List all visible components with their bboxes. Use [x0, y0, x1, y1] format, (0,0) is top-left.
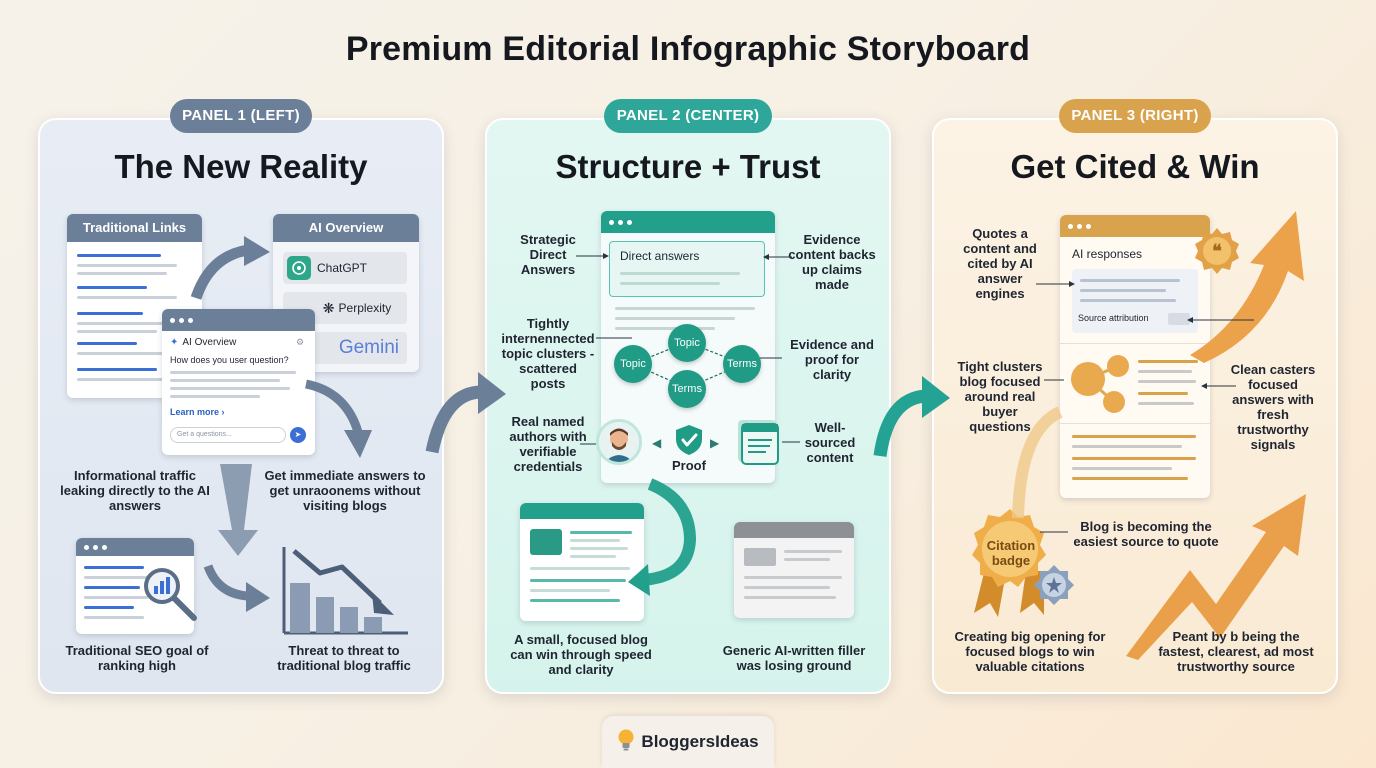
clean-label: Clean casters focused answers with fresh…	[1230, 362, 1316, 452]
arrow-right-icon: ▶	[710, 436, 720, 450]
ai-overview-popup: ✦ AI Overview ⚙ How does you user questi…	[162, 309, 315, 455]
evidence2-label: Evidence and proof for clarity	[790, 337, 874, 382]
engine-chatgpt[interactable]: ChatGPT	[283, 252, 407, 284]
proof-label: Proof	[672, 458, 706, 473]
window-chrome	[162, 309, 315, 331]
seo-goal-label: Traditional SEO goal of ranking high	[65, 643, 209, 673]
window-chrome	[601, 211, 775, 233]
traditional-links-header: Traditional Links	[67, 214, 202, 242]
shield-check-icon	[674, 424, 704, 456]
panel2-pill: PANEL 2 (CENTER)	[604, 99, 772, 133]
ai-responses-label: AI responses	[1072, 247, 1143, 261]
seo-window	[76, 538, 194, 634]
small-blog-label: A small, focused blog can win through sp…	[510, 632, 652, 677]
cluster-node-topic: Topic	[668, 324, 706, 362]
focused-blog-card	[520, 503, 644, 621]
sparkle-icon: ✦	[170, 337, 179, 348]
cluster-node-terms: Terms	[723, 345, 761, 383]
ai-overview-header: AI Overview	[273, 214, 419, 242]
panel1-title: The New Reality	[114, 148, 368, 185]
settings-icon[interactable]: ⚙	[296, 337, 305, 347]
peant-label: Peant by b being the fastest, clearest, …	[1158, 629, 1314, 674]
chatgpt-icon	[287, 256, 311, 280]
engine-label: ChatGPT	[317, 261, 368, 275]
window-chrome	[734, 522, 854, 538]
quotes-label: Quotes a content and cited by AI answer …	[963, 226, 1037, 301]
perplexity-icon: ❋	[322, 299, 335, 316]
panel2-title: Structure + Trust	[555, 148, 821, 185]
leaking-label: Informational traffic leaking directly t…	[60, 468, 210, 513]
citation-badge-label: Citation badge	[986, 538, 1036, 568]
learn-more-label: Learn more	[170, 407, 220, 417]
cluster-node-topic: Topic	[614, 345, 652, 383]
direct-answers-box: Direct answers	[609, 241, 765, 297]
direct-answers-label: Direct answers	[620, 249, 700, 263]
sourced-label: Well-sourced content	[804, 420, 856, 465]
ai-responses-page: AI responses Source attribution	[1060, 215, 1210, 498]
traditional-links-card: Traditional Links	[67, 214, 202, 398]
clusters-label: Tightly internennected topic clusters - …	[501, 316, 595, 391]
engine-perplexity[interactable]: ❋ Perplexity	[283, 292, 407, 324]
popup-question: How does you user question?	[170, 355, 289, 365]
author-avatar	[596, 419, 642, 465]
popup-title: AI Overview	[182, 337, 237, 348]
citation-badge-icon	[972, 509, 1074, 617]
engine-label: Gemini	[338, 337, 399, 358]
page-title: Premium Editorial Infographic Storyboard	[345, 30, 1031, 68]
growth-arrow-icon	[1190, 211, 1304, 363]
arrow-left-icon: ◀	[652, 436, 662, 450]
generic-label: Generic AI-written filler was losing gro…	[722, 643, 866, 673]
ai-overview-card: AI Overview ChatGPT ❋ Perplexity Gemini	[273, 214, 419, 372]
growth-arrow-icon	[1126, 494, 1306, 660]
lightbulb-icon	[617, 728, 635, 757]
threat-label: Threat to threat to traditional blog tra…	[277, 643, 411, 673]
authors-label: Real named authors with verifiable crede…	[509, 414, 587, 474]
source-box: Source attribution	[1072, 269, 1198, 333]
panel1-pill: PANEL 1 (LEFT)	[170, 99, 312, 133]
document-stack-icon	[734, 418, 780, 466]
brand-footer[interactable]: BloggersIdeas	[602, 716, 774, 768]
evidence1-label: Evidence content backs up claims made	[788, 232, 876, 292]
cluster-circles-icon	[1071, 355, 1129, 413]
popup-input[interactable]: Get a questions...	[170, 427, 286, 443]
generic-filler-card	[734, 522, 854, 618]
immediate-label: Get immediate answers to get unraoonems …	[264, 468, 426, 513]
panel3-title: Get Cited & Win	[1010, 148, 1260, 185]
window-chrome	[76, 538, 194, 556]
declining-bars-icon	[280, 545, 410, 637]
cluster-node-terms: Terms	[668, 370, 706, 408]
panel3-pill: PANEL 3 (RIGHT)	[1059, 99, 1211, 133]
window-chrome	[1060, 215, 1210, 237]
window-chrome	[520, 503, 644, 519]
opening-label: Creating big opening for focused blogs t…	[954, 629, 1106, 674]
tight-label: Tight clusters blog focused around real …	[957, 359, 1043, 434]
source-attribution-label: Source attribution	[1078, 313, 1149, 323]
quote-badge-icon: ❝	[1192, 226, 1242, 276]
send-icon[interactable]: ➤	[290, 427, 306, 443]
easiest-label: Blog is becoming the easiest source to q…	[1073, 519, 1219, 549]
learn-more-link[interactable]: Learn more ›	[170, 407, 225, 417]
brand-name: BloggersIdeas	[641, 732, 759, 751]
magnifier-chart-icon	[140, 568, 200, 628]
engine-label: Perplexity	[338, 301, 392, 315]
strategic-label: Strategic Direct Answers	[520, 232, 576, 277]
svg-text:❝: ❝	[1212, 241, 1222, 262]
